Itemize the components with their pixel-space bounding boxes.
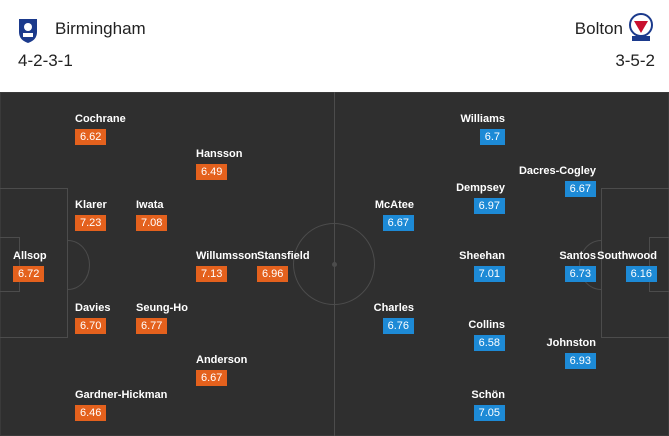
player-rating: 7.08 <box>136 215 168 231</box>
away-team-name: Bolton <box>574 19 623 38</box>
player-away[interactable]: Johnston 6.93 <box>486 337 596 369</box>
player-rating: 6.67 <box>564 181 596 197</box>
player-name: Klarer <box>75 199 107 211</box>
player-rating: 6.97 <box>473 198 505 214</box>
player-home[interactable]: Anderson 6.67 <box>196 354 306 386</box>
player-rating: 6.16 <box>625 266 657 282</box>
player-rating: 6.76 <box>382 318 414 334</box>
player-away[interactable]: McAtee 6.67 <box>304 199 414 231</box>
home-formation: 4-2-3-1 <box>18 51 73 70</box>
home-penalty-box <box>0 188 68 338</box>
player-name: Dempsey <box>456 182 505 194</box>
player-rating: 7.01 <box>473 266 505 282</box>
home-team-name: Birmingham <box>55 19 146 38</box>
home-goal-box <box>0 237 20 292</box>
player-name: Willumsson <box>196 250 258 262</box>
player-rating: 6.67 <box>382 215 414 231</box>
birmingham-crest-icon <box>19 19 37 43</box>
player-away[interactable]: Sheehan 7.01 <box>395 250 505 282</box>
player-rating: 6.62 <box>75 129 107 145</box>
away-penalty-box <box>601 188 669 338</box>
player-rating: 6.49 <box>196 164 228 180</box>
player-rating: 6.7 <box>479 129 505 145</box>
player-rating: 7.23 <box>75 215 107 231</box>
player-rating: 6.67 <box>196 370 228 386</box>
player-name: Southwood <box>597 250 657 262</box>
player-home[interactable]: Allsop 6.72 <box>13 250 123 282</box>
player-rating: 6.93 <box>564 353 596 369</box>
player-rating: 7.05 <box>473 405 505 421</box>
player-rating: 6.77 <box>136 318 168 334</box>
player-name: Collins <box>468 319 505 331</box>
bolton-crest-icon <box>629 13 653 41</box>
player-name: Anderson <box>196 354 248 366</box>
player-name: McAtee <box>374 199 414 211</box>
player-name: Santos <box>559 250 596 262</box>
player-home[interactable]: Iwata 7.08 <box>136 199 246 231</box>
player-name: Williams <box>460 113 505 125</box>
player-name: Charles <box>373 302 414 314</box>
player-rating: 6.96 <box>257 266 289 282</box>
player-away[interactable]: Schön 7.05 <box>395 389 505 421</box>
center-spot <box>332 262 337 267</box>
player-rating: 6.46 <box>75 405 107 421</box>
player-away[interactable]: Southwood 6.16 <box>547 250 657 282</box>
player-name: Johnston <box>546 337 597 349</box>
player-name: Cochrane <box>75 113 126 125</box>
player-rating: 6.73 <box>564 266 596 282</box>
player-rating: 7.13 <box>196 266 228 282</box>
player-home[interactable]: Hansson 6.49 <box>196 148 306 180</box>
player-name: Stansfield <box>257 250 310 262</box>
player-home[interactable]: Klarer 7.23 <box>75 199 185 231</box>
player-home[interactable]: Stansfield 6.96 <box>257 250 367 282</box>
pitch: Cochrane 6.62 Hansson 6.49 Klarer 7.23 I… <box>0 92 669 436</box>
player-name: Hansson <box>196 148 243 160</box>
away-formation: 3-5-2 <box>615 51 655 70</box>
player-away[interactable]: Santos 6.73 <box>486 250 596 282</box>
player-home[interactable]: Cochrane 6.62 <box>75 113 185 145</box>
player-name: Schön <box>471 389 505 401</box>
player-away[interactable]: Dempsey 6.97 <box>395 182 505 214</box>
player-rating: 6.58 <box>473 335 505 351</box>
player-home[interactable]: Davies 6.70 <box>75 302 185 334</box>
player-away[interactable]: Charles 6.76 <box>304 302 414 334</box>
player-name: Seung-Ho <box>136 302 188 314</box>
player-name: Dacres-Cogley <box>518 165 596 177</box>
player-away[interactable]: Williams 6.7 <box>395 113 505 145</box>
player-name: Allsop <box>13 250 47 262</box>
player-home[interactable]: Willumsson 7.13 <box>196 250 306 282</box>
player-away[interactable]: Dacres-Cogley 6.67 <box>486 165 596 197</box>
player-name: Iwata <box>136 199 164 211</box>
player-name: Davies <box>75 302 111 314</box>
player-rating: 6.72 <box>13 266 45 282</box>
player-home[interactable]: Gardner-Hickman 6.46 <box>75 389 185 421</box>
away-goal-box <box>649 237 669 292</box>
player-away[interactable]: Collins 6.58 <box>395 319 505 351</box>
player-rating: 6.70 <box>75 318 107 334</box>
player-name: Sheehan <box>459 250 505 262</box>
player-home[interactable]: Seung-Ho 6.77 <box>136 302 246 334</box>
match-header: Birmingham 4-2-3-1 Bolton 3-5-2 <box>0 0 669 92</box>
center-circle <box>293 223 375 305</box>
player-name: Gardner-Hickman <box>75 389 168 401</box>
